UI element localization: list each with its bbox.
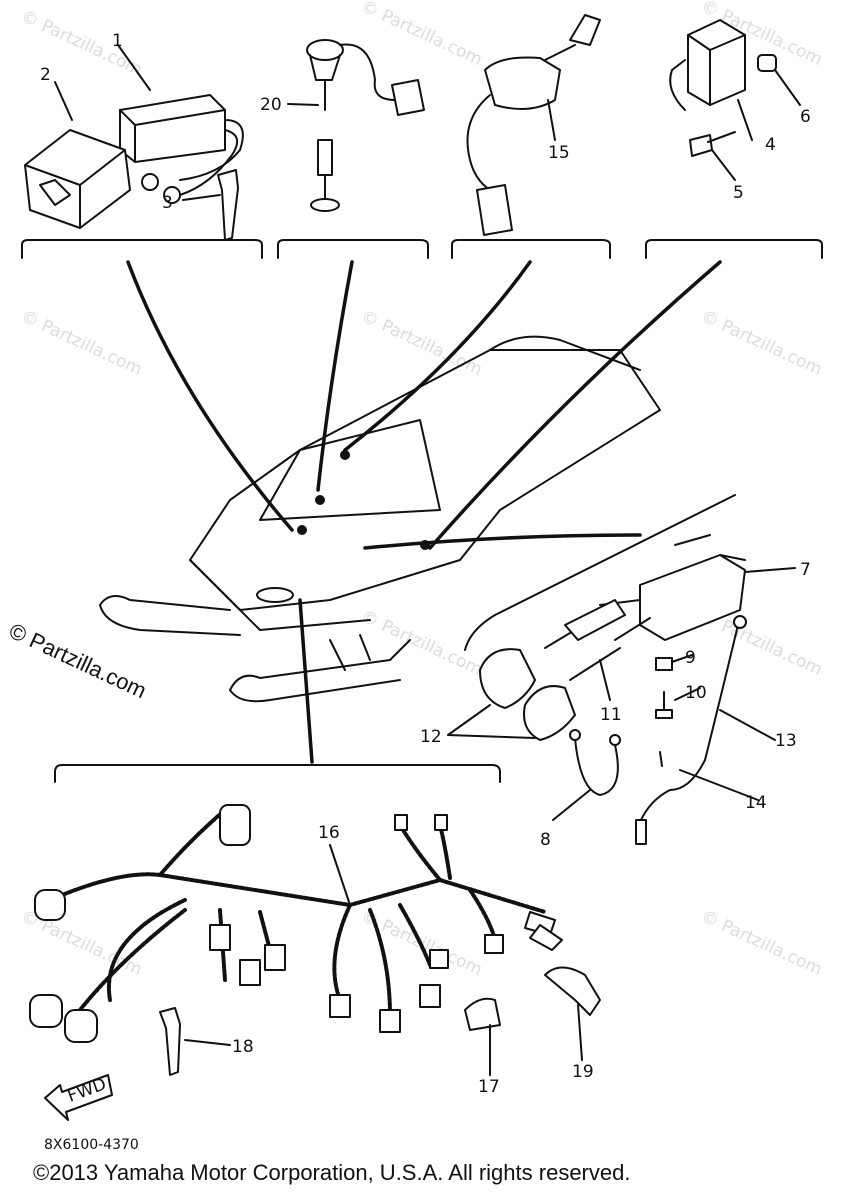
callout-4: 4	[765, 135, 776, 155]
part-main-switch[interactable]	[466, 14, 601, 236]
part-cdi-unit[interactable]	[119, 94, 244, 204]
watermark-text: © Partzilla.com	[698, 306, 825, 380]
callout-5: 5	[733, 183, 744, 203]
watermark-text: © Partzilla.com	[698, 906, 825, 980]
part-wire-harness[interactable]	[29, 804, 563, 1043]
watermark-text: © Partzilla.com	[358, 306, 485, 380]
watermark-text: © Partzilla.com	[358, 0, 485, 70]
top-group-brackets	[21, 239, 823, 259]
callout-7: 7	[800, 560, 811, 580]
callout-1: 1	[112, 31, 123, 51]
part-stop-switch[interactable]	[306, 39, 425, 212]
callout-17: 17	[478, 1077, 500, 1097]
callout-20: 20	[260, 95, 282, 115]
callout-19: 19	[572, 1062, 594, 1082]
copyright-notice: ©2013 Yamaha Motor Corporation, U.S.A. A…	[33, 1160, 631, 1185]
callout-14: 14	[745, 793, 767, 813]
part-plug-caps[interactable]	[479, 599, 626, 741]
watermark-text: © Partzilla.com	[18, 6, 145, 80]
part-cable-tie[interactable]	[217, 169, 239, 241]
part-cdi-cover[interactable]	[24, 129, 131, 229]
callout-3: 3	[162, 193, 173, 213]
callout-16: 16	[318, 823, 340, 843]
callout-10: 10	[685, 683, 707, 703]
callout-8: 8	[540, 830, 551, 850]
callout-12: 12	[420, 727, 442, 747]
part-clamps[interactable]	[159, 966, 601, 1076]
callout-18: 18	[232, 1037, 254, 1057]
coil-group-bracket	[464, 494, 736, 651]
snowmobile-illustration	[99, 335, 661, 703]
harness-group-bracket	[54, 764, 501, 783]
watermark-text: © Partzilla.com	[358, 606, 485, 680]
callout-6: 6	[800, 107, 811, 127]
callout-9: 9	[685, 648, 696, 668]
part-small-hardware[interactable]	[569, 615, 747, 845]
part-rectifier-regulator[interactable]	[669, 19, 777, 157]
callout-15: 15	[548, 143, 570, 163]
forward-arrow: FWD	[44, 1074, 113, 1121]
watermark-text: © Partzilla.com	[18, 306, 145, 380]
callout-11: 11	[600, 705, 622, 725]
callout-labels: 1 2 3 4 5 6 7 8 9 10 11 12 13 14 15 16 1…	[40, 31, 811, 1097]
callout-leaders	[54, 44, 801, 1076]
part-code: 8X6100-4370	[44, 1137, 139, 1153]
callout-2: 2	[40, 65, 51, 85]
callout-13: 13	[775, 731, 797, 751]
leader-lines	[126, 260, 722, 764]
